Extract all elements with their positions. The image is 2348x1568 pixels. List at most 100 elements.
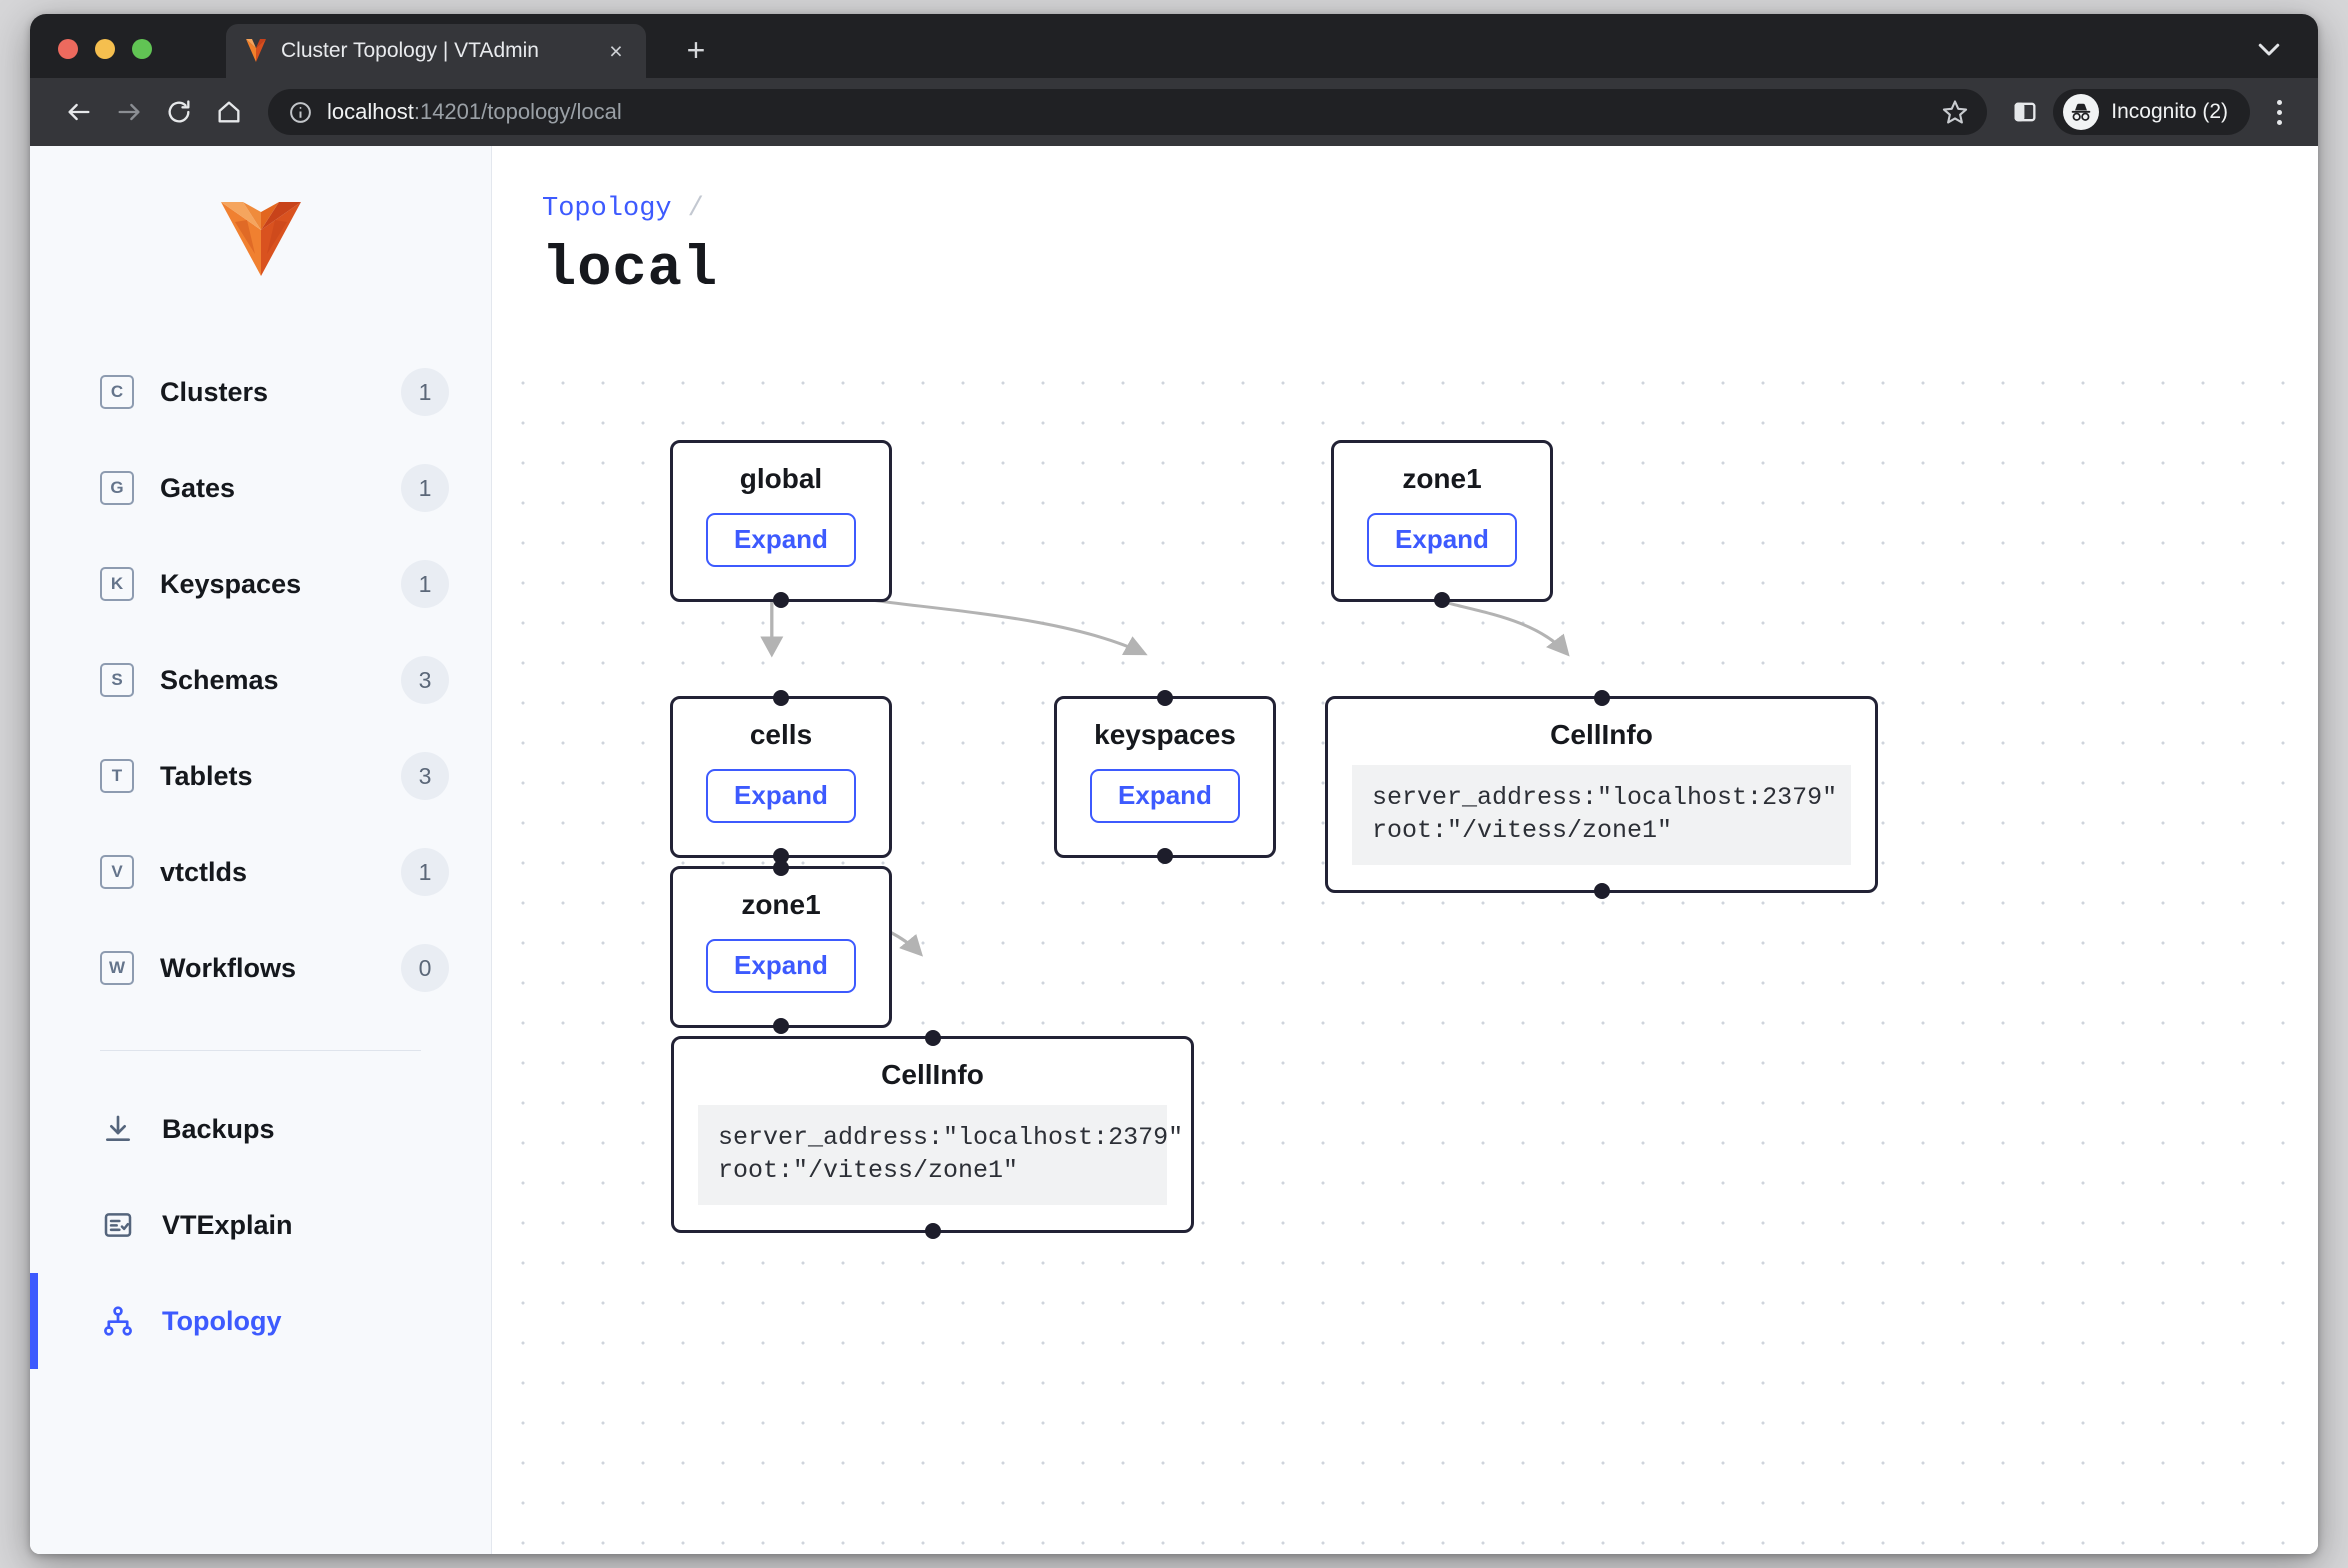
main-content: Topology/ local: [492, 146, 2318, 1554]
home-icon[interactable]: [206, 89, 252, 135]
sidebar-item-label: VTExplain: [162, 1209, 293, 1240]
node-port-bottom: [773, 1018, 789, 1034]
letter-badge-icon: T: [100, 759, 134, 793]
sidebar-item-count: 1: [401, 368, 449, 416]
breadcrumb-link-topology[interactable]: Topology: [542, 194, 672, 224]
topology-node-zone1-left[interactable]: zone1 Expand: [670, 860, 892, 1034]
sidebar-item-count: 1: [401, 464, 449, 512]
topology-node-zone1-right[interactable]: zone1 Expand: [1331, 440, 1553, 608]
node-port-top: [1157, 690, 1173, 706]
sidebar-item-gates[interactable]: G Gates 1: [30, 440, 491, 536]
topology-node-cellinfo-right[interactable]: CellInfo server_address:"localhost:2379"…: [1325, 690, 1878, 899]
sidebar-item-count: 1: [401, 560, 449, 608]
sidebar-item-label: Clusters: [160, 376, 269, 407]
node-port-bottom: [1593, 883, 1610, 899]
expand-button[interactable]: Expand: [1090, 769, 1240, 823]
reload-icon[interactable]: [156, 89, 202, 135]
browser-tab[interactable]: Cluster Topology | VTAdmin ×: [226, 24, 646, 78]
node-title: cells: [749, 719, 813, 750]
expand-button[interactable]: Expand: [706, 769, 856, 823]
sidebar-item-clusters[interactable]: C Clusters 1: [30, 344, 491, 440]
topology-node-cells[interactable]: cells Expand: [670, 690, 892, 864]
sidebar-item-label: Schemas: [160, 664, 279, 695]
sidebar-item-count: 0: [401, 944, 449, 992]
url-host: localhost: [327, 99, 414, 124]
sidebar-item-label: Topology: [162, 1305, 282, 1336]
letter-badge-icon: W: [100, 951, 134, 985]
new-tab-button[interactable]: +: [686, 32, 706, 68]
minimize-window-button[interactable]: [95, 39, 115, 59]
sidebar-item-count: 1: [401, 848, 449, 896]
topology-node-keyspaces[interactable]: keyspaces Expand: [1054, 690, 1276, 864]
sidebar: C Clusters 1 G Gates 1 K Keyspaces 1 S S…: [30, 146, 492, 1554]
node-port-bottom: [1434, 592, 1450, 608]
site-info-icon[interactable]: [288, 100, 313, 125]
profile-chip[interactable]: Incognito (2): [2053, 89, 2250, 135]
letter-badge-icon: V: [100, 855, 134, 889]
download-icon: [100, 1111, 136, 1147]
sidebar-item-vtexplain[interactable]: VTExplain: [30, 1177, 491, 1273]
incognito-icon: [2063, 94, 2100, 130]
address-bar[interactable]: localhost:14201/topology/local: [268, 89, 1988, 135]
topology-node-cellinfo-bottom[interactable]: CellInfo server_address:"localhost:2379"…: [671, 1030, 1194, 1239]
maximize-window-button[interactable]: [132, 39, 152, 59]
profile-label: Incognito (2): [2111, 100, 2228, 123]
sidebar-item-schemas[interactable]: S Schemas 3: [30, 632, 491, 728]
sidebar-item-workflows[interactable]: W Workflows 0: [30, 920, 491, 1016]
sidebar-item-keyspaces[interactable]: K Keyspaces 1: [30, 536, 491, 632]
close-window-button[interactable]: [58, 39, 78, 59]
node-port-top: [773, 690, 789, 706]
sidebar-item-label: Backups: [162, 1113, 275, 1144]
forward-arrow-icon[interactable]: [106, 89, 152, 135]
sidebar-item-tablets[interactable]: T Tablets 3: [30, 728, 491, 824]
sidebar-item-label: Gates: [160, 472, 236, 503]
letter-badge-icon: G: [100, 471, 134, 505]
app-body: C Clusters 1 G Gates 1 K Keyspaces 1 S S…: [30, 146, 2318, 1554]
node-port-top: [1593, 690, 1610, 706]
topology-node-global[interactable]: global Expand: [670, 440, 892, 608]
node-port-bottom: [924, 1223, 941, 1239]
kebab-menu-icon[interactable]: [2262, 89, 2296, 135]
sidebar-item-label: vtctlds: [160, 856, 248, 887]
topology-canvas[interactable]: global Expand cells Expand keyspaces Exp…: [492, 346, 2318, 1554]
side-panel-icon[interactable]: [2011, 98, 2039, 126]
star-icon[interactable]: [1941, 98, 1969, 126]
page-title: local: [542, 238, 719, 302]
breadcrumb: Topology/: [542, 194, 704, 224]
chevron-down-icon[interactable]: [2254, 34, 2284, 64]
node-port-top: [924, 1030, 941, 1046]
vitess-logo[interactable]: [30, 174, 491, 344]
expand-button[interactable]: Expand: [706, 513, 856, 567]
tab-title: Cluster Topology | VTAdmin: [281, 39, 539, 62]
node-port-top: [773, 860, 789, 876]
browser-toolbar: localhost:14201/topology/local: [30, 78, 2318, 146]
close-tab-button[interactable]: ×: [609, 37, 623, 64]
browser-window: Cluster Topology | VTAdmin × +: [30, 14, 2318, 1554]
cellinfo-code-block: server_address:"localhost:2379" root:"/v…: [1352, 765, 1851, 865]
tab-strip: Cluster Topology | VTAdmin × +: [30, 14, 2318, 78]
letter-badge-icon: C: [100, 375, 134, 409]
letter-badge-icon: K: [100, 567, 134, 601]
window-traffic-lights: [58, 39, 152, 59]
back-arrow-icon[interactable]: [56, 89, 102, 135]
node-title: CellInfo: [881, 1059, 984, 1090]
node-port-bottom: [773, 592, 789, 608]
expand-button[interactable]: Expand: [706, 939, 856, 993]
sidebar-item-count: 3: [401, 752, 449, 800]
expand-button[interactable]: Expand: [1367, 513, 1517, 567]
sidebar-item-label: Keyspaces: [160, 568, 302, 599]
node-title: zone1: [1402, 463, 1482, 494]
node-title: CellInfo: [1550, 719, 1653, 750]
sidebar-item-label: Tablets: [160, 760, 253, 791]
sidebar-item-vtctlds[interactable]: V vtctlds 1: [30, 824, 491, 920]
vitess-logo-icon: [244, 38, 268, 64]
node-port-bottom: [1157, 848, 1173, 864]
sidebar-divider: [100, 1050, 421, 1051]
checklist-icon: [100, 1207, 136, 1243]
sidebar-item-count: 3: [401, 656, 449, 704]
sidebar-primary-nav: C Clusters 1 G Gates 1 K Keyspaces 1 S S…: [30, 344, 491, 1369]
node-title: keyspaces: [1094, 719, 1236, 750]
sidebar-item-topology[interactable]: Topology: [30, 1273, 491, 1369]
sidebar-item-backups[interactable]: Backups: [30, 1081, 491, 1177]
node-title: global: [739, 463, 823, 494]
